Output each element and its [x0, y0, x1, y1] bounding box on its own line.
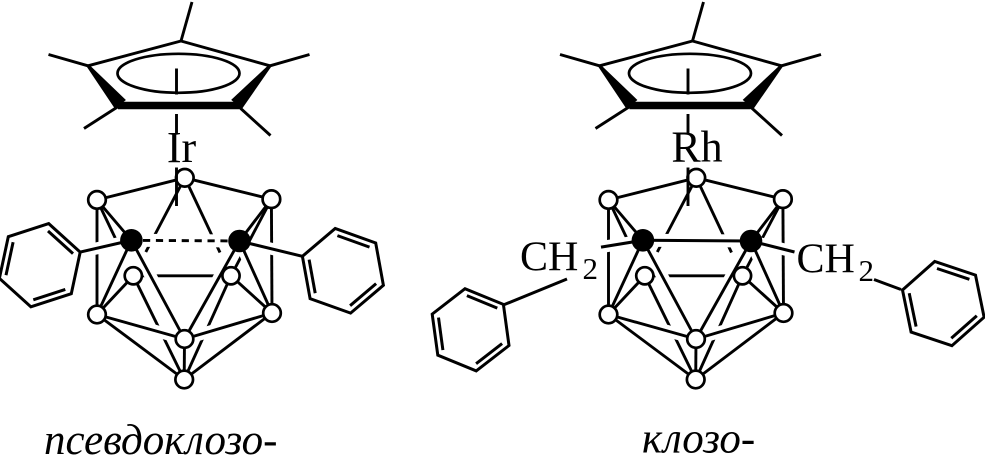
svg-text:2: 2: [583, 251, 599, 286]
svg-text:псевдоклозо-: псевдоклозо-: [44, 417, 277, 464]
svg-text:клозо-: клозо-: [642, 416, 755, 463]
svg-text:CH: CH: [797, 237, 855, 283]
svg-text:Rh: Rh: [671, 123, 722, 172]
svg-text:Ir: Ir: [167, 123, 197, 172]
svg-text:2: 2: [859, 253, 875, 288]
svg-text:CH: CH: [520, 235, 578, 281]
